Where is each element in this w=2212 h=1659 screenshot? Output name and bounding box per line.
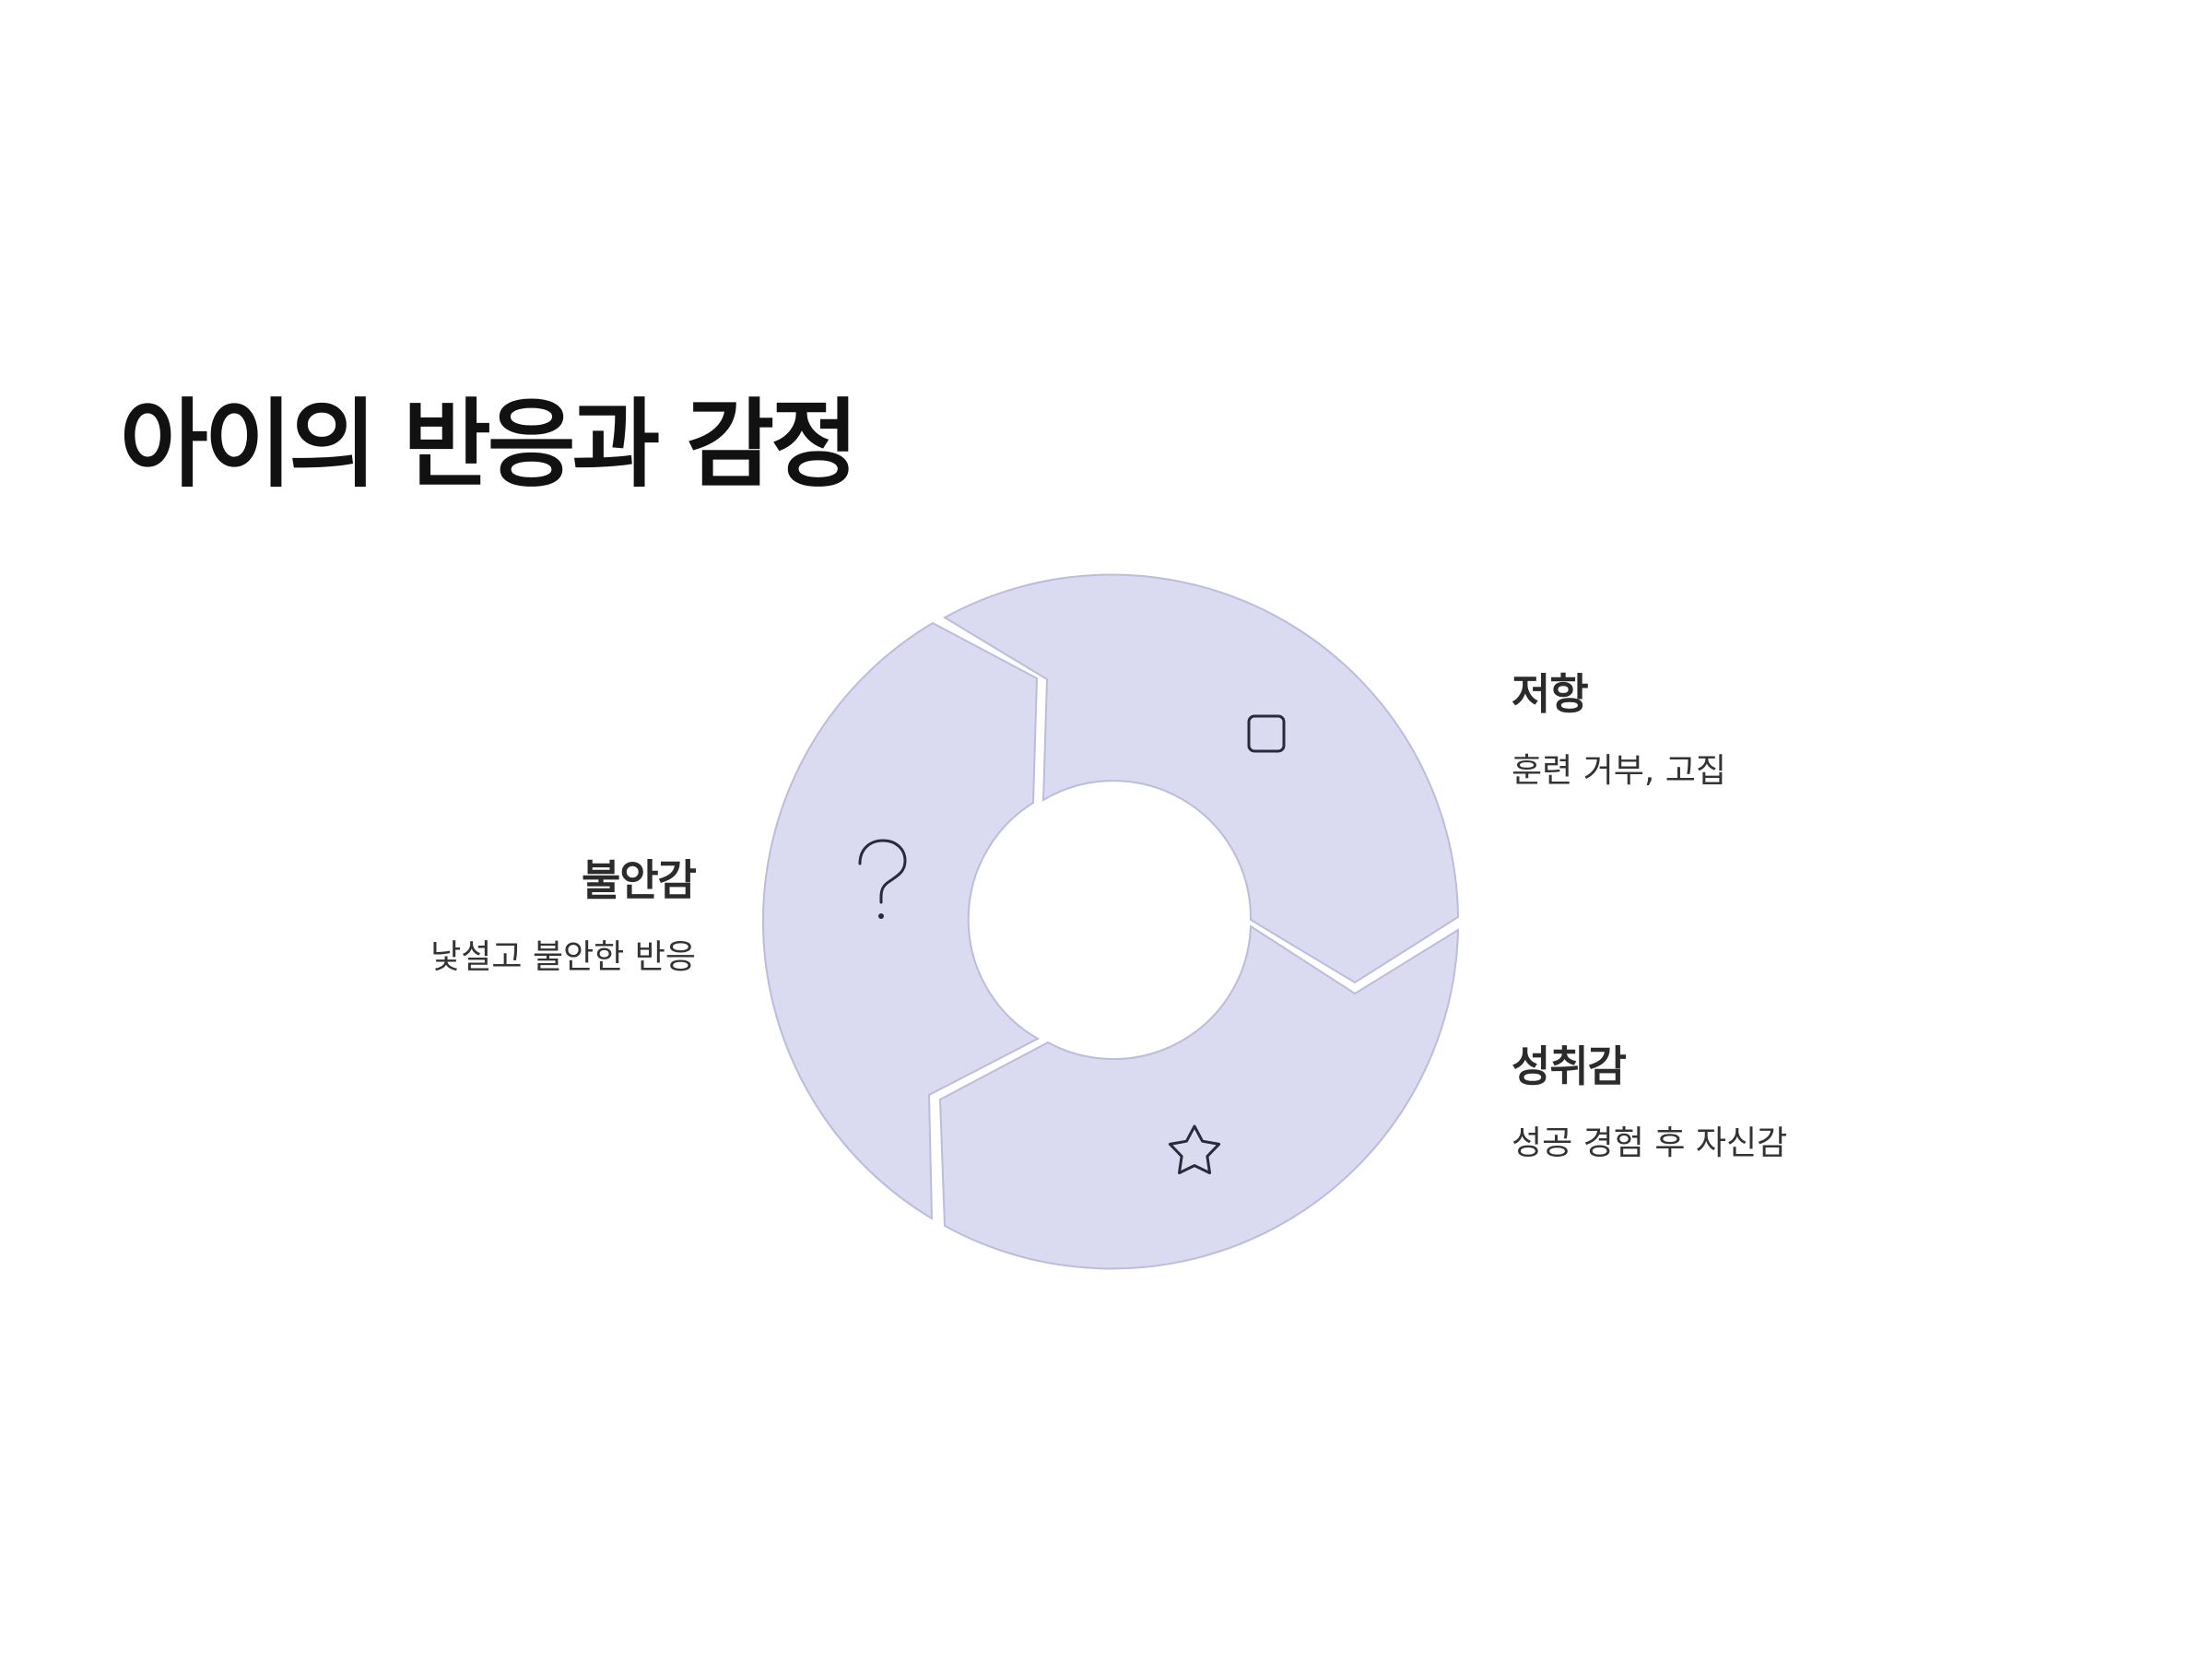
cycle-segment-achievement bbox=[938, 924, 1460, 1270]
square-icon bbox=[1247, 714, 1286, 753]
stage-description-achievement: 성공 경험 후 자신감 bbox=[1512, 1124, 1788, 1163]
stage-heading-anxiety: 불안감 bbox=[582, 855, 697, 905]
cycle-segment-resistance bbox=[942, 573, 1460, 984]
cycle-segment-anxiety bbox=[762, 621, 1041, 1220]
slide-title: 아이의 반응과 감정 bbox=[120, 388, 859, 500]
star-icon bbox=[1168, 1124, 1221, 1175]
stage-label-resistance: 저항 훈련 거부, 고집 bbox=[1512, 669, 1726, 791]
question-mark-dot bbox=[878, 913, 884, 919]
stage-heading-achievement: 성취감 bbox=[1512, 1041, 1627, 1091]
stage-label-achievement: 성취감 성공 경험 후 자신감 bbox=[1512, 1041, 1787, 1163]
stage-label-anxiety: 불안감 낯설고 불안한 반응 bbox=[430, 855, 697, 977]
question-mark-icon bbox=[858, 839, 907, 904]
stage-description-resistance: 훈련 거부, 고집 bbox=[1512, 752, 1727, 791]
stage-description-anxiety: 낯설고 불안한 반응 bbox=[430, 938, 696, 977]
stage-heading-resistance: 저항 bbox=[1512, 669, 1589, 719]
